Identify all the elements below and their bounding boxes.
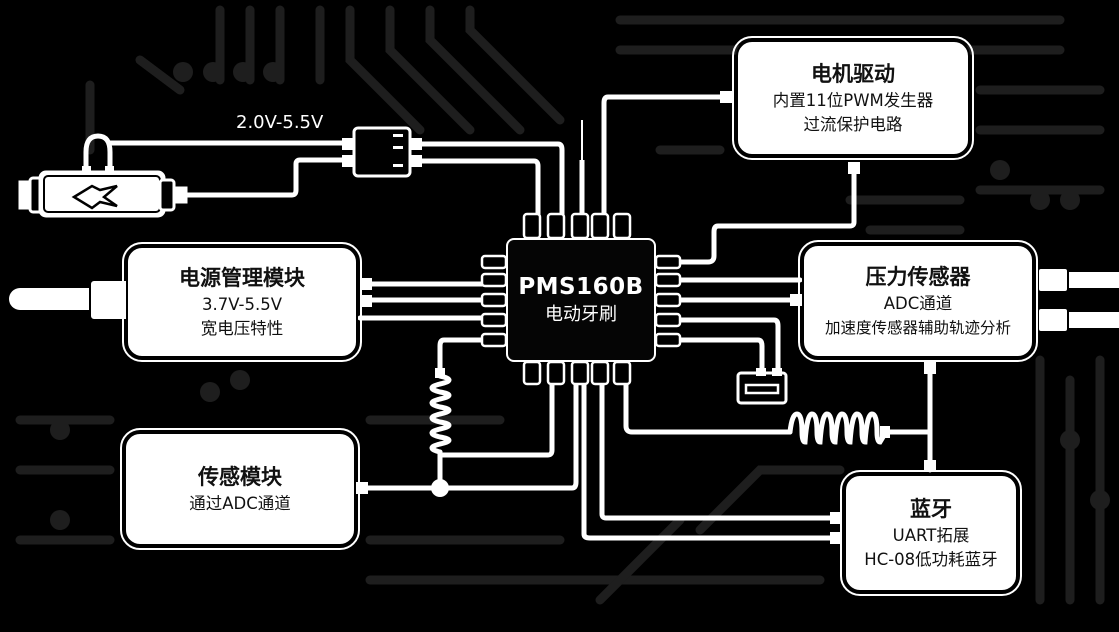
module-title: 传感模块	[198, 465, 282, 489]
module-line: ADC通道	[883, 294, 953, 313]
module-line: 3.7V-5.5V	[201, 295, 283, 314]
mcu-pins	[480, 212, 682, 386]
sensor-module[interactable]: 传感模块 通过ADC通道	[120, 428, 360, 550]
motor-driver-module[interactable]: 电机驱动 内置11位PWM发生器 过流保护电路	[732, 36, 974, 160]
regulator-icon	[352, 126, 412, 178]
node-icon	[431, 479, 449, 497]
coil-icon	[429, 373, 452, 455]
module-line: 宽电压特性	[200, 319, 284, 338]
module-line: 加速度传感器辅助轨迹分析	[824, 319, 1011, 337]
connector-pads	[342, 91, 936, 544]
module-title: 电机驱动	[811, 62, 895, 86]
module-line: 过流保护电路	[803, 115, 903, 134]
mcu-chip[interactable]: PMS160B 电动牙刷	[506, 238, 656, 362]
mcu-pin	[480, 272, 508, 288]
mcu-pin	[654, 254, 682, 270]
usb-loop	[83, 133, 113, 172]
usb-logo-icon	[71, 184, 118, 210]
coil-icon	[787, 411, 889, 445]
mcu-pin	[590, 212, 610, 240]
module-title: 压力传感器	[865, 265, 971, 289]
background-pcb-traces	[15, 5, 1105, 605]
mcu-pin	[654, 312, 682, 328]
mcu-pin	[546, 212, 566, 240]
usb-connector	[18, 133, 188, 218]
power-cable-plug	[89, 279, 131, 321]
mcu-pin	[480, 254, 508, 270]
power-management-module[interactable]: 电源管理模块 3.7V-5.5V 宽电压特性	[122, 242, 362, 362]
module-line: UART拓展	[892, 526, 970, 545]
mcu-pin	[480, 312, 508, 328]
module-title: 蓝牙	[910, 497, 952, 521]
mcu-pin	[590, 360, 610, 386]
bluetooth-module[interactable]: 蓝牙 UART拓展 HC-08低功耗蓝牙	[840, 470, 1022, 596]
mcu-pin	[546, 360, 566, 386]
mcu-pin	[570, 360, 590, 386]
mcu-pin	[654, 292, 682, 308]
module-title: 电源管理模块	[179, 266, 305, 290]
background-vias	[50, 62, 1110, 530]
pressure-connectors	[1037, 267, 1069, 333]
mcu-pin	[612, 360, 632, 386]
circuit-traces	[9, 94, 1119, 541]
module-line: 内置11位PWM发生器	[772, 91, 934, 110]
mcu-pin	[480, 332, 508, 348]
mcu-pin	[612, 212, 632, 240]
module-line: 通过ADC通道	[189, 494, 291, 513]
mcu-pin	[654, 272, 682, 288]
mcu-pin	[570, 212, 590, 240]
mcu-pin	[522, 212, 542, 240]
module-line: HC-08低功耗蓝牙	[864, 550, 998, 569]
mcu-pin	[480, 292, 508, 308]
mcu-pin	[522, 360, 542, 386]
pressure-sensor-module[interactable]: 压力传感器 ADC通道 加速度传感器辅助轨迹分析	[798, 240, 1038, 362]
input-voltage-label: 2.0V-5.5V	[236, 112, 324, 133]
mcu-part-number: PMS160B	[518, 274, 644, 300]
mcu-pin	[654, 332, 682, 348]
mcu-description: 电动牙刷	[545, 304, 617, 325]
switch-icon	[736, 368, 788, 405]
